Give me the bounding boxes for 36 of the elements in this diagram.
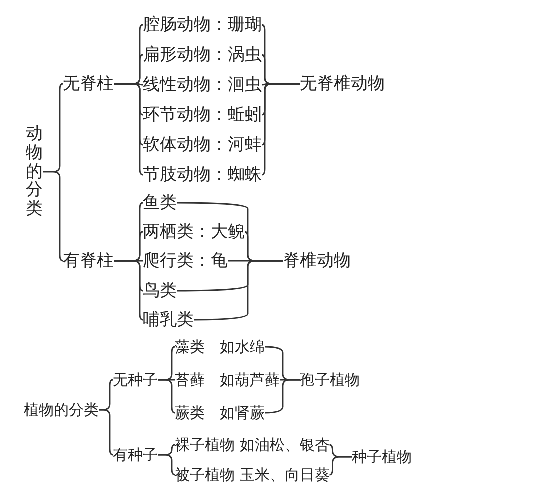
category-label: 动物的分类 bbox=[26, 125, 43, 219]
brace-line bbox=[99, 409, 114, 456]
category-label: 有种子 bbox=[113, 446, 158, 464]
category-label: 鸟类 bbox=[143, 280, 177, 302]
brace-line bbox=[158, 454, 176, 476]
category-label: 鱼类 bbox=[143, 192, 177, 214]
brace-line bbox=[114, 260, 144, 321]
category-label: 脊椎动物 bbox=[283, 250, 351, 272]
category-label: 苔藓 如葫芦藓 bbox=[175, 371, 280, 389]
category-label: 孢子植物 bbox=[300, 371, 360, 389]
category-label: 无脊椎动物 bbox=[300, 74, 385, 94]
category-label: 扁形动物：涡虫 bbox=[143, 44, 262, 66]
brace-line bbox=[262, 83, 300, 176]
category-label: 环节动物：蚯蚓 bbox=[143, 104, 262, 126]
category-label: 线性动物：洄虫 bbox=[143, 74, 262, 96]
category-label: 软体动物：河蚌 bbox=[143, 134, 262, 156]
category-label: 裸子植物 如油松、银杏 bbox=[175, 436, 330, 454]
category-label: 爬行类：龟 bbox=[143, 250, 228, 272]
category-label: 有脊柱 bbox=[63, 250, 114, 272]
category-label: 哺乳类 bbox=[143, 310, 194, 330]
category-label: 被子植物 玉米、向日葵 bbox=[175, 466, 330, 484]
category-label: 无种子 bbox=[113, 371, 158, 389]
category-label: 藻类 如水绵 bbox=[175, 338, 265, 356]
brace-line bbox=[158, 379, 176, 414]
category-label: 植物的分类 bbox=[24, 401, 99, 419]
brace-line bbox=[330, 456, 352, 476]
brace-line bbox=[265, 379, 300, 414]
brace-line bbox=[194, 260, 283, 321]
category-label: 种子植物 bbox=[352, 448, 412, 466]
category-label: 腔肠动物：珊瑚 bbox=[143, 14, 262, 36]
category-label: 无脊柱 bbox=[63, 74, 114, 94]
brace-line bbox=[114, 83, 144, 176]
category-label: 蕨类 如肾蕨 bbox=[175, 404, 265, 422]
category-label: 节肢动物：蜘蛛 bbox=[143, 164, 262, 186]
brace-line bbox=[43, 171, 64, 262]
category-label: 两栖类：大鲵 bbox=[143, 222, 245, 242]
